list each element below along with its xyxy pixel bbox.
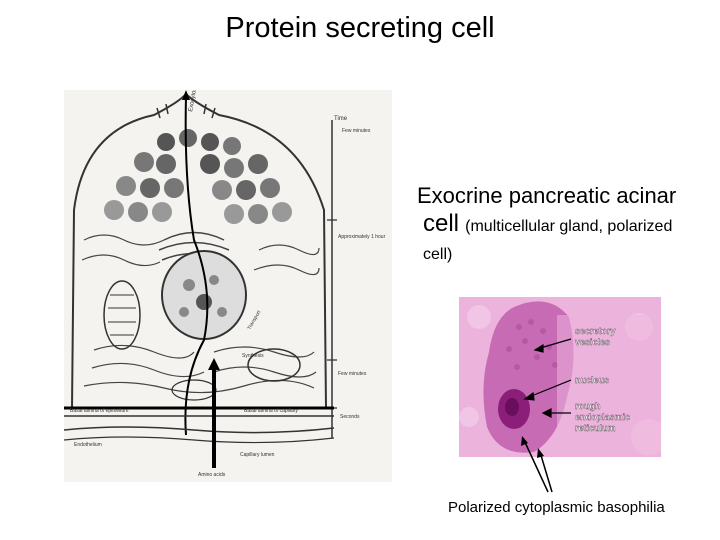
exocytosis-label: Exocytosis (188, 90, 199, 112)
microvilli (156, 103, 216, 119)
few-minutes-label: Few minutes (342, 128, 371, 134)
cell-diagram: Time Few minutes Approximately 1 hour Fe… (64, 90, 392, 482)
micrograph-svg: secretory vesicles nucleus rough endopla… (459, 297, 661, 457)
cell-diagram-svg: Time Few minutes Approximately 1 hour Fe… (64, 90, 386, 478)
nucleus-label: nucleus (575, 375, 609, 385)
synthesis-label: Synthesis (242, 353, 264, 359)
exocrine-caption: Exocrine pancreatic acinar cell (multice… (415, 182, 715, 269)
rough-er-label-3: reticulum (575, 423, 616, 433)
exocrine-caption-line1: Exocrine pancreatic acinar (417, 183, 677, 208)
secretory-label-1: secretory (575, 326, 616, 336)
mitochondrion-3 (171, 379, 217, 401)
time-label: Time (334, 116, 348, 122)
basal-lamina-capillary-label: Basal lamina of capillary (244, 408, 298, 414)
exocrine-caption-line3: cell) (423, 246, 453, 263)
secretory-granules (104, 129, 292, 224)
basal-lamina-epithelium-label: Basal lamina of epithelium (70, 408, 128, 414)
rough-er-label-2: endoplasmic (575, 412, 630, 422)
seconds-label: Seconds (340, 414, 360, 420)
mitochondrion-2 (247, 348, 301, 382)
exocrine-caption-detail: (multicellular gland, polarized (465, 218, 673, 235)
mitochondrion (103, 280, 141, 350)
approx-hour-label: Approximately 1 hour (338, 234, 386, 240)
secretory-label-2: vesicles (575, 337, 610, 347)
basophilia-caption: Polarized cytoplasmic basophilia (448, 499, 665, 516)
slide-title: Protein secreting cell (225, 12, 495, 44)
acinar-cell-micrograph: secretory vesicles nucleus rough endopla… (459, 297, 661, 457)
few-minutes-label-2: Few minutes (338, 371, 367, 377)
transport-label: Transport (247, 309, 263, 331)
secretion-pathway (184, 95, 209, 436)
amino-acids-label: Amino acids (198, 472, 226, 478)
endothelium-label: Endothelium (74, 442, 102, 448)
exocrine-caption-cell: cell (423, 210, 460, 237)
capillary-lumen-label: Capillary lumen (240, 452, 275, 458)
rough-er-label-1: rough (575, 401, 601, 411)
